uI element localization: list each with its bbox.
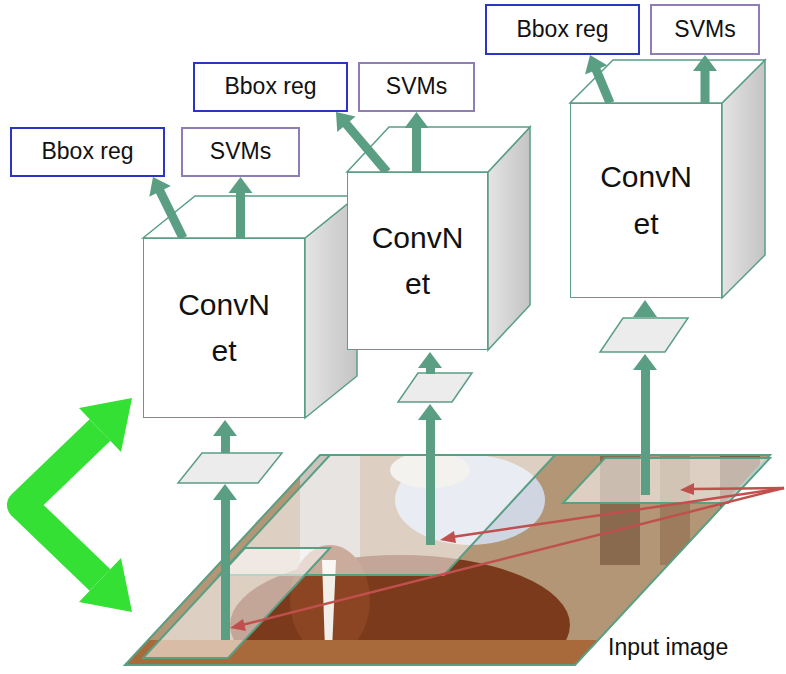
pointer-line xyxy=(242,488,784,625)
pointer-line xyxy=(692,488,784,489)
feed-arrow xyxy=(426,367,435,374)
output-arrow xyxy=(229,177,253,238)
feed-arrow-head xyxy=(213,420,237,436)
cuboid-top xyxy=(347,127,530,172)
convnet-box: ConvN et xyxy=(143,238,305,418)
box-label: SVMs xyxy=(386,73,447,101)
box-label: SVMs xyxy=(210,138,271,166)
feed-arrow-head xyxy=(633,300,657,317)
warped-region xyxy=(178,453,282,483)
bbox-reg-box: Bbox reg xyxy=(485,4,640,55)
box-label: Bbox reg xyxy=(224,73,316,101)
warped-region xyxy=(398,373,472,402)
svm-box: SVMs xyxy=(358,62,475,112)
convnet-label: ConvN et xyxy=(594,154,699,247)
feed-arrow-head xyxy=(213,484,237,500)
convnet-label: ConvN et xyxy=(172,282,277,375)
arrow-shaft xyxy=(412,126,421,172)
arrow-head xyxy=(229,177,253,193)
arrow-shaft xyxy=(701,69,710,103)
pointer-head xyxy=(680,483,694,495)
arrow-shaft xyxy=(159,190,183,238)
box-label: Bbox reg xyxy=(516,16,608,44)
feed-arrow-head xyxy=(418,404,442,420)
iteration-arrow-head xyxy=(79,398,132,452)
output-arrow xyxy=(149,177,183,238)
output-arrow xyxy=(405,112,429,172)
arrow-shaft xyxy=(595,68,610,103)
svm-box: SVMs xyxy=(181,127,300,177)
convnet-box: ConvN et xyxy=(570,103,722,298)
convnet-label: ConvN et xyxy=(365,215,470,308)
arrow-shaft xyxy=(236,191,245,238)
convnet-box: ConvN et xyxy=(347,172,488,350)
box-label: SVMs xyxy=(674,16,735,44)
region-proposal xyxy=(143,548,330,658)
pointer-head xyxy=(440,531,456,543)
feed-arrow-head xyxy=(633,354,657,370)
box-label: Bbox reg xyxy=(41,138,133,166)
region-proposal xyxy=(563,458,770,503)
output-arrow xyxy=(336,112,387,172)
bbox-reg-box: Bbox reg xyxy=(193,62,348,112)
arrow-head xyxy=(585,55,607,74)
arrow-head xyxy=(149,177,171,197)
iteration-arrow xyxy=(22,398,132,612)
arrow-head xyxy=(693,55,717,71)
feed-arrow-head xyxy=(418,352,442,368)
arrow-shaft xyxy=(345,123,387,172)
iteration-arrow-body xyxy=(22,430,100,580)
image-plane xyxy=(125,455,770,665)
feed-arrow xyxy=(641,370,650,495)
svm-box: SVMs xyxy=(650,4,760,55)
arrow-head xyxy=(336,112,356,132)
pointer-lines xyxy=(230,483,784,631)
feed-arrow xyxy=(221,500,230,640)
iteration-arrow-head xyxy=(79,558,132,612)
output-arrow xyxy=(585,55,610,103)
input-photo xyxy=(100,440,786,674)
arrow-head xyxy=(405,112,429,128)
bbox-reg-box: Bbox reg xyxy=(10,127,165,177)
output-arrow xyxy=(693,55,717,103)
warped-region xyxy=(600,318,688,352)
image-label: Input image xyxy=(608,634,728,661)
feed-arrow xyxy=(221,436,230,453)
feed-arrow xyxy=(426,420,435,545)
pointer-head xyxy=(230,619,246,631)
cuboid-faces xyxy=(143,60,765,418)
